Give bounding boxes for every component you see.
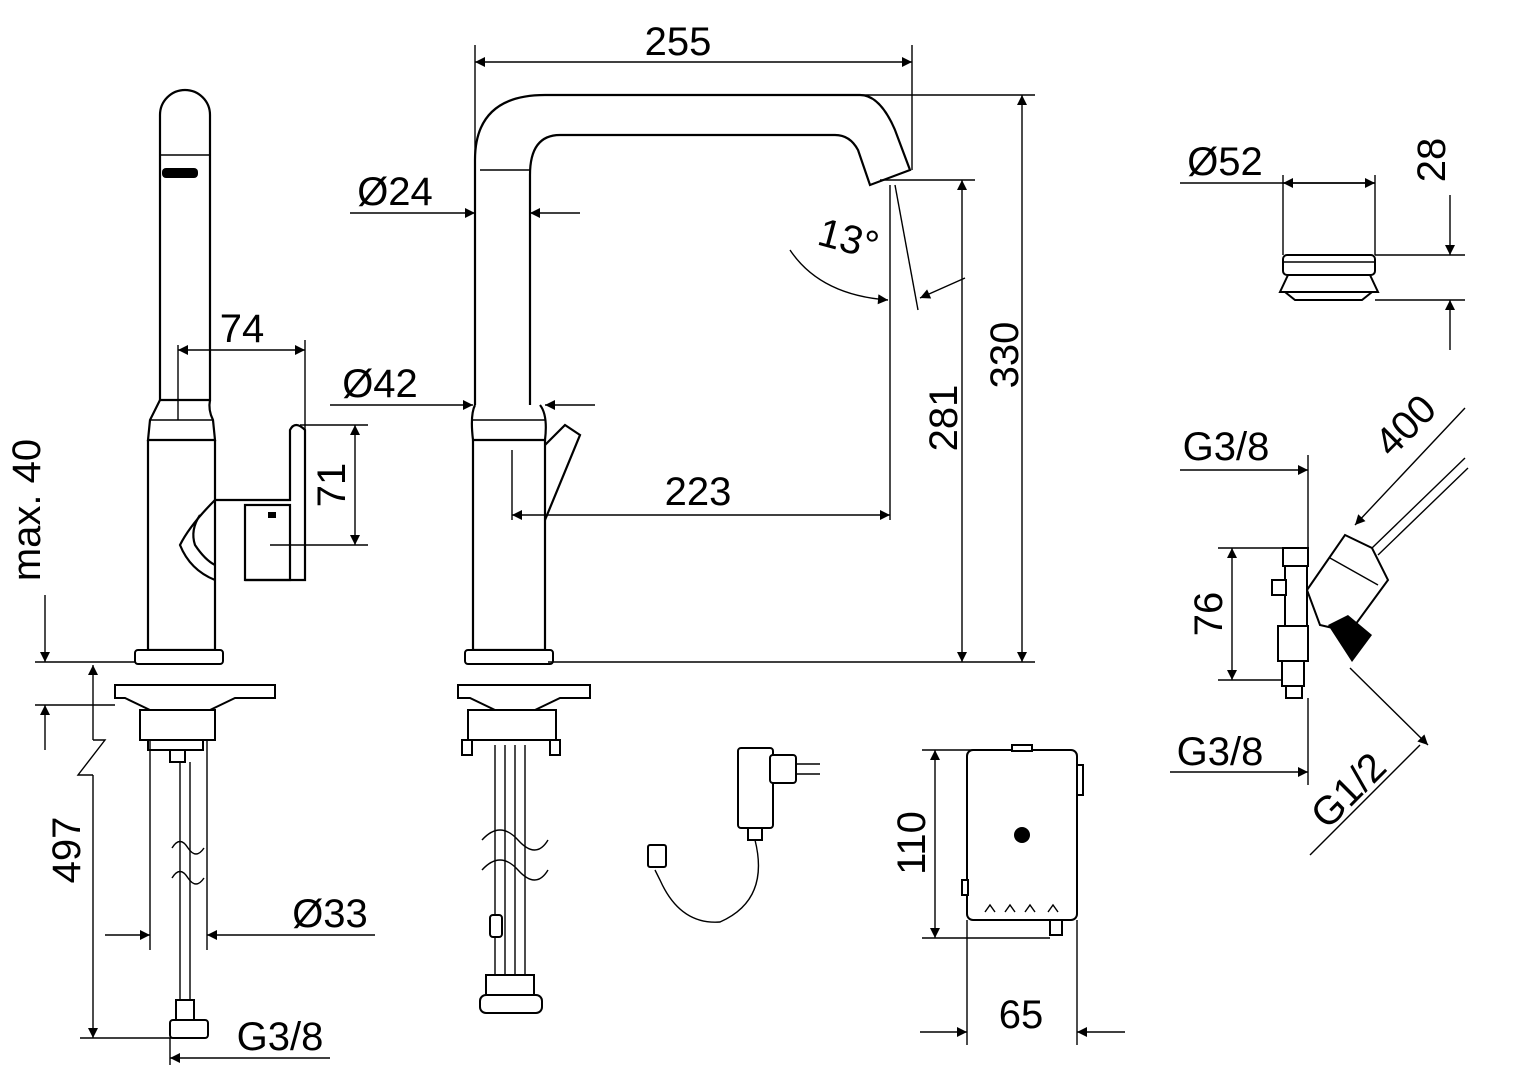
label-max-40: max. 40	[5, 439, 49, 581]
label-valve-height: 76	[1187, 592, 1231, 637]
aerator-detail	[1278, 254, 1380, 301]
label-spout-diameter: Ø24	[357, 170, 433, 214]
label-box-width: 65	[999, 993, 1044, 1037]
label-thread-bottom: G3/8	[237, 1015, 324, 1059]
label-255: 255	[645, 20, 712, 64]
tap-side-view	[114, 88, 307, 1039]
label-valve-connection: G1/2	[1303, 745, 1395, 837]
label-shank-diameter: Ø33	[292, 892, 368, 936]
label-71: 71	[310, 463, 354, 508]
label-aerator-diameter: Ø52	[1187, 140, 1263, 184]
power-adapter	[647, 747, 820, 923]
label-74: 74	[220, 307, 265, 351]
label-281: 281	[922, 385, 966, 452]
label-angle: 13°	[813, 210, 883, 268]
label-497: 497	[45, 817, 89, 884]
label-body-diameter: Ø42	[342, 362, 418, 406]
label-aerator-height: 28	[1410, 138, 1454, 183]
dimension-lines	[35, 45, 1466, 1065]
control-box	[961, 744, 1084, 936]
label-valve-cable: 400	[1367, 387, 1445, 465]
label-valve-outlet: G3/8	[1177, 730, 1264, 774]
label-box-height: 110	[890, 811, 934, 875]
dimension-labels: 255 330 281 223 Ø24 Ø42 74 71 max. 40 49…	[5, 20, 1454, 1059]
label-223: 223	[665, 470, 732, 514]
solenoid-valve	[1271, 457, 1469, 699]
label-330: 330	[983, 322, 1027, 389]
label-valve-inlet: G3/8	[1183, 425, 1270, 469]
tap-front-view	[457, 93, 912, 1014]
